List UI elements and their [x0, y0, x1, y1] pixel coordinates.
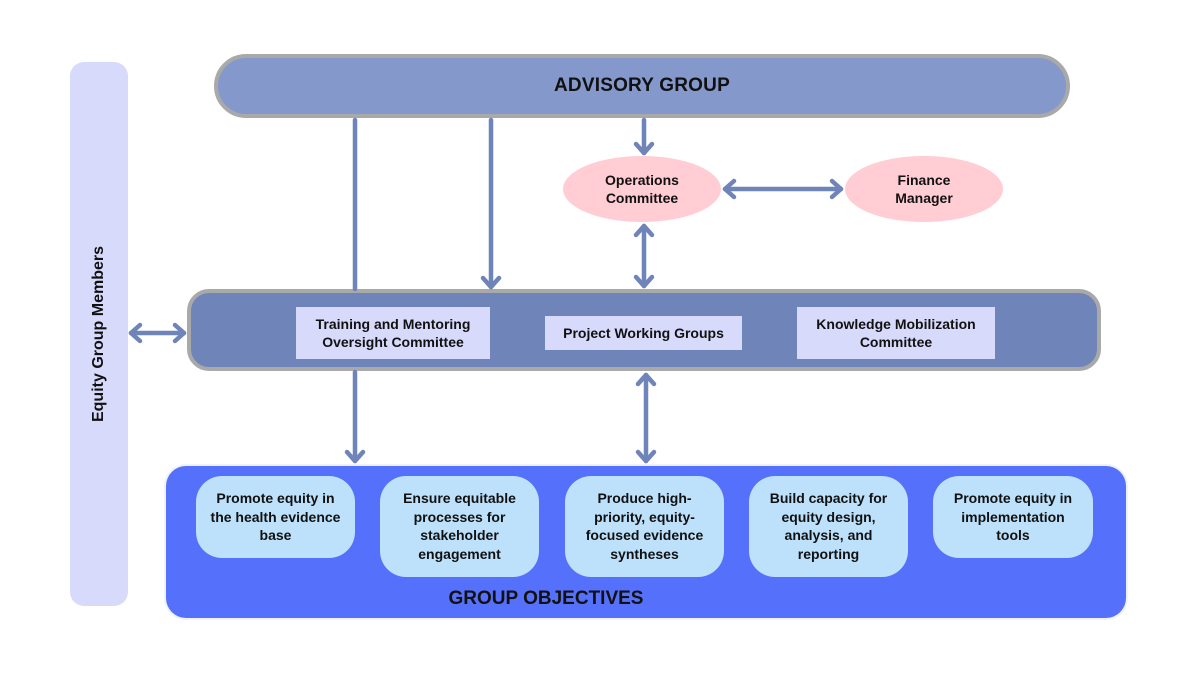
committee-knowledge-mobilization: Knowledge Mobilization Committee	[797, 307, 995, 359]
committee-training-mentoring: Training and Mentoring Oversight Committ…	[296, 307, 490, 359]
committee-project-working-groups: Project Working Groups	[545, 316, 742, 350]
objective-text: Ensure equitable processes for stakehold…	[403, 490, 516, 562]
operations-committee-label: Operations Committee	[605, 172, 679, 206]
objective-card: Promote equity in implementation tools	[933, 476, 1093, 558]
arrow-operations-committees	[633, 223, 655, 289]
arrow-committees-to-objectives	[344, 369, 366, 464]
arrow-operations-finance	[722, 178, 844, 200]
committee-label: Training and Mentoring Oversight Committ…	[315, 316, 471, 350]
objective-card: Ensure equitable processes for stakehold…	[380, 476, 539, 577]
objective-card: Produce high-priority, equity-focused ev…	[565, 476, 724, 577]
operations-committee-node: Operations Committee	[563, 156, 721, 222]
objective-text: Produce high-priority, equity-focused ev…	[585, 490, 704, 562]
arrow-advisory-to-committees	[480, 117, 502, 290]
group-objectives-title: GROUP OBJECTIVES	[448, 588, 644, 609]
advisory-group-box: ADVISORY GROUP	[214, 54, 1070, 118]
committee-label: Project Working Groups	[563, 325, 724, 341]
finance-manager-node: Finance Manager	[845, 156, 1003, 222]
objective-text: Promote equity in implementation tools	[953, 490, 1073, 543]
arrow-advisory-to-operations	[633, 117, 655, 156]
objective-card: Promote equity in the health evidence ba…	[196, 476, 355, 558]
equity-group-members-bar	[70, 62, 128, 606]
equity-group-members-label: Equity Group Members	[90, 245, 107, 423]
objective-card: Build capacity for equity design, analys…	[749, 476, 908, 577]
arrow-working-groups-objectives	[635, 372, 657, 464]
objective-text: Build capacity for equity design, analys…	[769, 490, 888, 562]
finance-manager-label: Finance Manager	[895, 172, 953, 206]
advisory-group-label: ADVISORY GROUP	[554, 75, 730, 96]
objective-text: Promote equity in the health evidence ba…	[210, 490, 341, 543]
committee-label: Knowledge Mobilization Committee	[816, 316, 976, 350]
arrow-equity-committees	[128, 322, 187, 344]
